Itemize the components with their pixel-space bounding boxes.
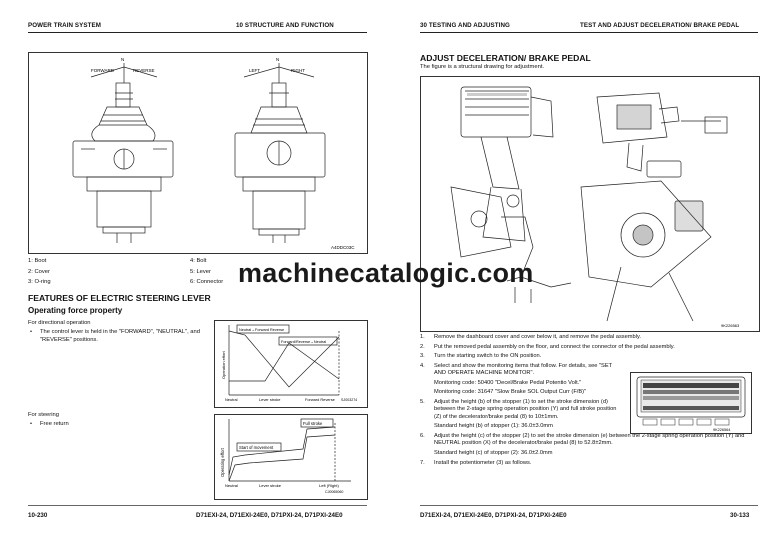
step-4-monitoring-1: Monitoring code: 50400 "Decel/Brake Peda…	[434, 379, 582, 386]
figure-code: A4DDC03C	[331, 245, 355, 250]
right-footer-rule	[420, 505, 758, 506]
bullet-dot-1: •	[30, 329, 33, 335]
parts-list-col2: 4: Bolt 5: Lever 6: Connector	[190, 258, 360, 290]
steering-label: For steering	[28, 412, 59, 418]
graph2-xlabel-neutral: Neutral	[225, 483, 238, 488]
left-page: POWER TRAIN SYSTEM 10 STRUCTURE AND FUNC…	[28, 22, 368, 519]
brake-pedal-figure: 9K226563	[420, 76, 760, 332]
part-2: 2: Cover	[28, 268, 50, 275]
step-7: 7.Install the potentiometer (3) as follo…	[420, 459, 532, 466]
left-footer-models: D71EXI-24, D71EXI-24E0, D71PXI-24, D71PX…	[196, 512, 343, 519]
adjust-steps: 1.Remove the dashboard cover and cover b…	[420, 334, 764, 469]
part-6: 6: Connector	[190, 279, 224, 285]
steering-bullet-text: Free return	[40, 421, 69, 427]
step-4-monitoring-2: Monitoring code: 31647 "Slow Brake SOL O…	[434, 389, 587, 396]
step-2: 2.Put the removed pedal assembly on the …	[420, 343, 675, 350]
left-header-section: POWER TRAIN SYSTEM	[28, 22, 101, 29]
steering-lever-figure: FORWARD N REVERSE LEFT	[28, 52, 368, 254]
right-page: 30 TESTING AND ADJUSTING TEST AND ADJUST…	[384, 0, 768, 543]
label-n-right: N	[276, 57, 279, 62]
start-movement-label: Start of movement	[239, 445, 274, 450]
graph2-ylabel: Operating effort	[220, 447, 225, 477]
watermark-text: machinecatalogic.com	[238, 258, 534, 288]
left-header-chapter: 10 STRUCTURE AND FUNCTION	[236, 22, 334, 29]
directional-bullet-text: The control lever is held in the "FORWAR…	[40, 329, 200, 343]
left-footer-page: 10-230	[28, 512, 48, 519]
pedal-figure-code: 9K226563	[721, 323, 740, 328]
graph1-xlabel-fr: Forward Reverse	[305, 397, 335, 402]
adjust-title: ADJUST DECELERATION/ BRAKE PEDAL	[420, 53, 591, 63]
step-5: 5.Adjust the height (b) of the stopper (…	[420, 398, 617, 420]
brake-pedal-drawing: 9K226563	[450, 86, 740, 328]
right-header-rule	[420, 32, 758, 33]
right-header-chapter: 30 TESTING AND ADJUSTING	[420, 22, 510, 29]
step-5-standard: Standard height (b) of stopper (1): 36.0…	[434, 423, 553, 430]
right-header-section: TEST AND ADJUST DECELERATION/ BRAKE PEDA…	[580, 22, 740, 29]
graph1-xlabel-neutral: Neutral	[225, 397, 238, 402]
forward-neutral-box-label: Forward/Reverse→Neutral	[281, 340, 326, 344]
graph2-xlabel-stroke: Lever stroke	[259, 483, 282, 488]
part-4: 4: Bolt	[190, 258, 207, 264]
label-forward: FORWARD	[91, 68, 115, 73]
label-reverse: REVERSE	[133, 68, 155, 73]
neutral-forward-box-label: Neutral→Forward Reverse	[239, 328, 284, 332]
graph1-xlabel-stroke: Lever stroke	[259, 397, 280, 402]
right-footer-page: 30-133	[730, 512, 750, 519]
graph2-code: CJ0065060	[325, 490, 343, 494]
right-footer-models: D71EXI-24, D71EXI-24E0, D71PXI-24, D71PX…	[420, 512, 567, 519]
parts-list-col1: 1: Boot 2: Cover 3: O-ring	[28, 258, 198, 290]
left-footer-rule	[28, 505, 367, 506]
steering-effort-graph: Full stroke Start of movement Operating …	[214, 414, 368, 500]
label-n-left: N	[121, 57, 124, 62]
part-5: 5: Lever	[190, 268, 211, 275]
label-left: LEFT	[249, 68, 260, 73]
label-right: RIGHT	[291, 68, 305, 73]
part-3: 3: O-ring	[28, 279, 51, 285]
left-header-rule	[28, 32, 367, 33]
step-1: 1.Remove the dashboard cover and cover b…	[420, 334, 641, 340]
graph2-xlabel-lr: Left (Right)	[319, 483, 339, 488]
step-6-standard: Standard height (c) of stopper (2): 36.0…	[434, 449, 553, 456]
adjust-subtitle: The figure is a structural drawing for a…	[420, 64, 545, 70]
steering-lever-drawing: FORWARD N REVERSE LEFT	[72, 57, 355, 250]
step-6: 6.Adjust the height (c) of the stopper (…	[420, 432, 745, 447]
monitor-screen-figure: 9K226564	[630, 372, 752, 434]
graph1-ylabel: Operation effort	[221, 350, 226, 379]
monitor-figure-code: 9K226564	[713, 428, 730, 432]
step-3: 3.Turn the starting switch to the ON pos…	[420, 353, 542, 360]
subsection-title: Operating force property	[28, 306, 123, 315]
directional-label: For directional operation	[28, 320, 91, 326]
bullet-dot-2: •	[30, 421, 33, 427]
directional-effort-graph: Neutral→Forward Reverse Forward/Reverse→…	[214, 320, 368, 408]
part-1: 1: Boot	[28, 258, 47, 264]
step-4: 4.Select and show the monitoring items t…	[420, 362, 612, 377]
full-stroke-label: Full stroke	[303, 421, 323, 426]
graph1-code: SJ003274	[341, 398, 357, 402]
section-title: FEATURES OF ELECTRIC STEERING LEVER	[28, 293, 211, 303]
